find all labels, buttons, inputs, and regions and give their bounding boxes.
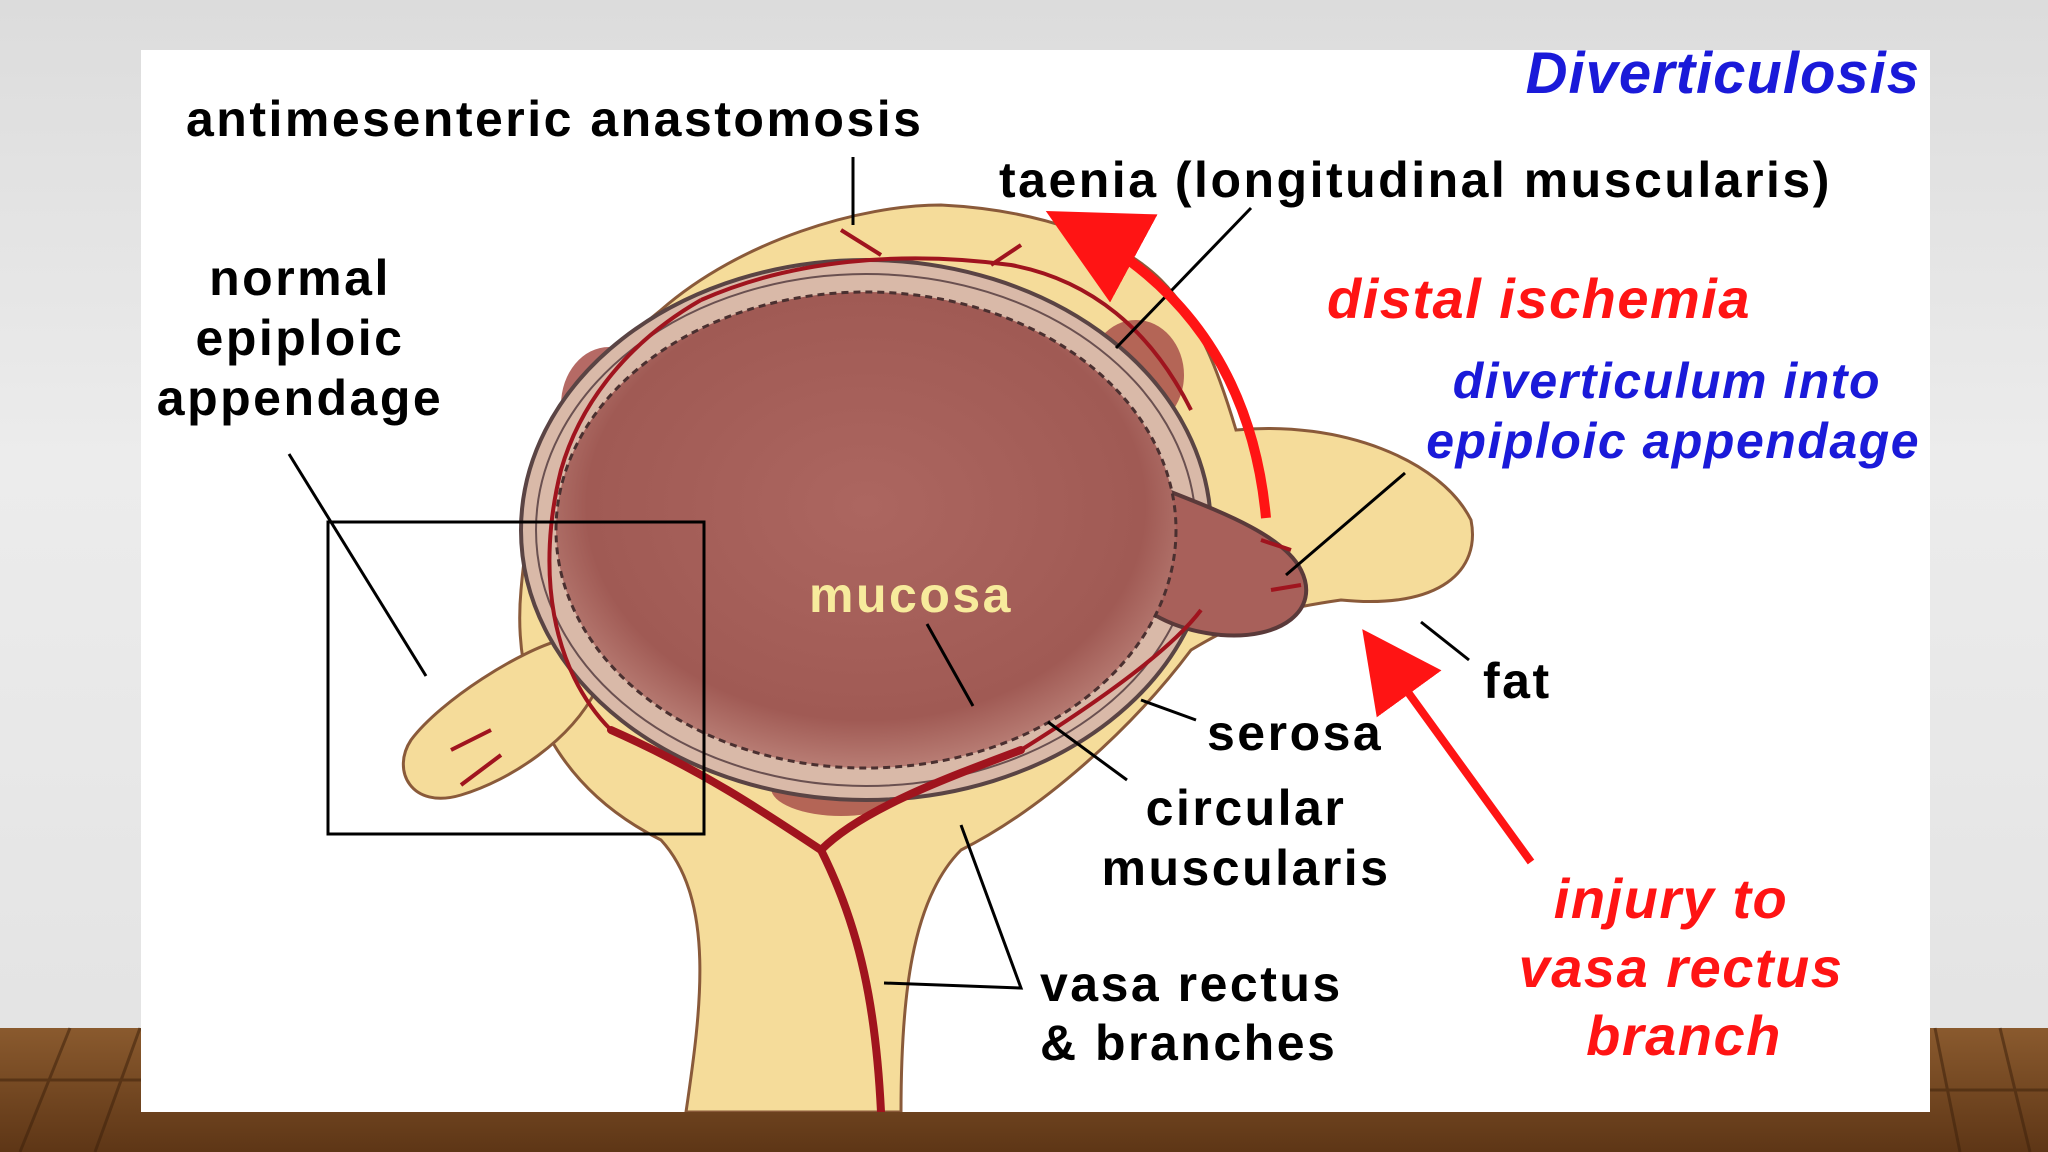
vessel-branches (450, 228, 1302, 787)
label-branches: & branches (1040, 1015, 1337, 1071)
label-taenia: taenia (longitudinal muscularis) (999, 152, 1832, 208)
vasa-rectus-vessels (607, 726, 1025, 1112)
annotation-injury-line2: vasa rectus (1519, 936, 1844, 999)
highlight-box (326, 520, 706, 836)
label-serosa: serosa (1207, 705, 1383, 761)
annotation-injury-line3: branch (1586, 1004, 1782, 1067)
leader-lines (287, 157, 1470, 990)
label-mucosa: mucosa (809, 567, 1013, 623)
distal-ischemia-arrow (1045, 211, 1271, 519)
annotation-diverticulum-line1: diverticulum into (1453, 353, 1881, 409)
label-normal: normal (209, 250, 391, 306)
label-antimesenteric-anastomosis: antimesenteric anastomosis (186, 91, 924, 147)
label-epiploic: epiploic (196, 310, 405, 366)
diverticulum-diagram: Diverticulosis antimesenteric anastomosi… (157, 50, 1920, 1112)
label-appendage: appendage (157, 370, 443, 426)
slide-title: Diverticulosis (1526, 50, 1920, 106)
annotation-injury-line1: injury to (1554, 867, 1788, 930)
annotation-distal-ischemia: distal ischemia (1327, 267, 1751, 330)
injury-arrow (1362, 629, 1535, 865)
slide: Diverticulosis antimesenteric anastomosi… (141, 50, 1930, 1112)
label-vasa-rectus: vasa rectus (1040, 956, 1343, 1012)
label-fat: fat (1483, 653, 1552, 709)
label-muscularis: muscularis (1101, 840, 1390, 896)
mucosa-lumen (554, 290, 1178, 770)
annotation-diverticulum-line2: epiploic appendage (1426, 413, 1920, 469)
label-circular: circular (1146, 780, 1347, 836)
epiploic-appendage-lobe (401, 638, 598, 800)
